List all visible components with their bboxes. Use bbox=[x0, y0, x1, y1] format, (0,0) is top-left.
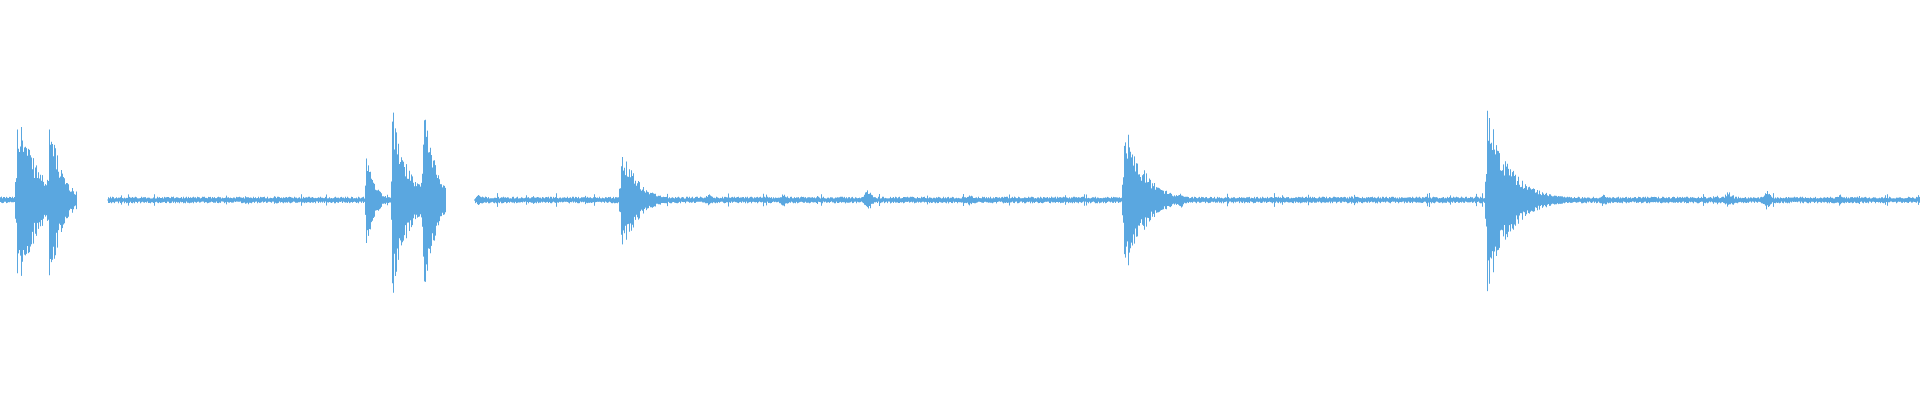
waveform-trace bbox=[0, 110, 1920, 293]
waveform-path bbox=[0, 110, 1920, 293]
